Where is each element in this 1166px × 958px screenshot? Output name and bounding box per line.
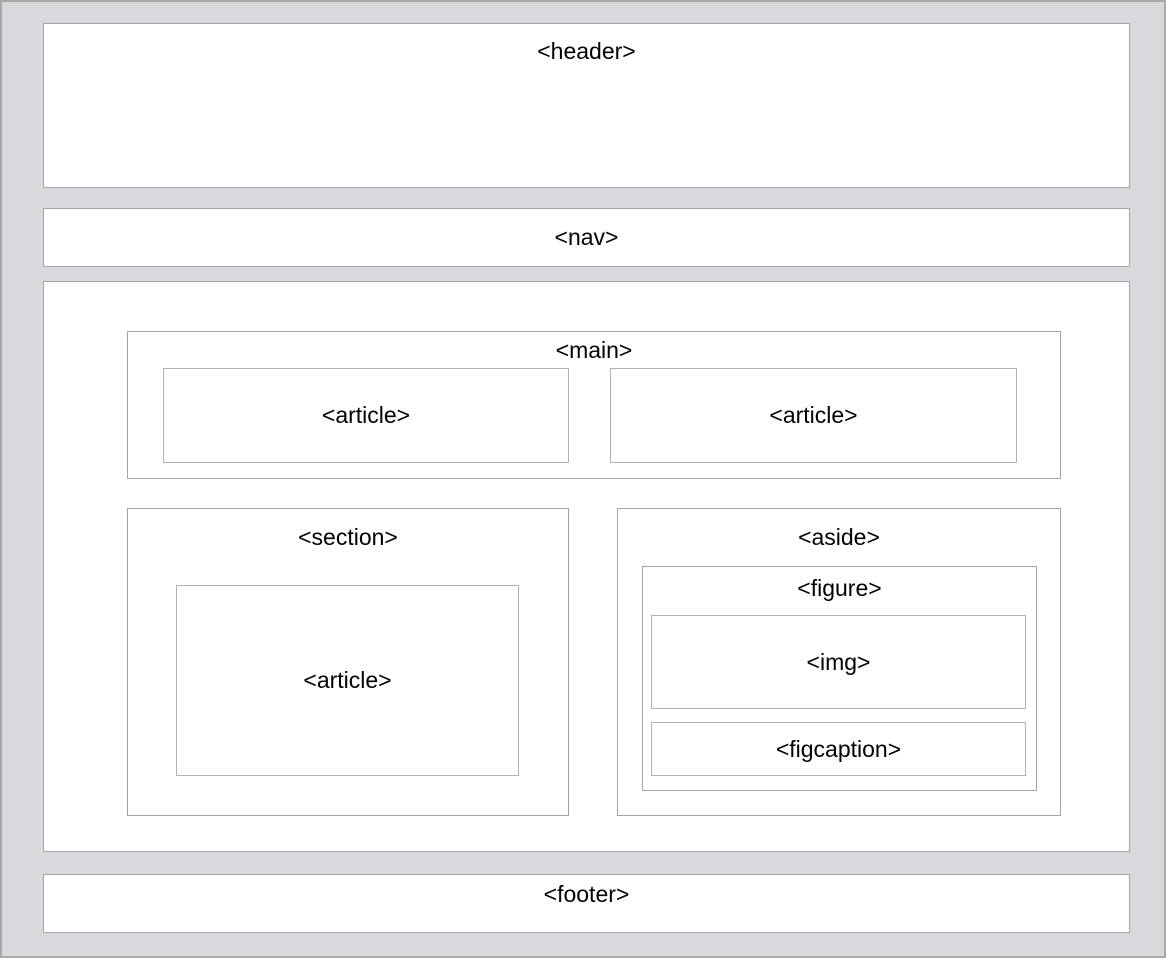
img-box: <img> [651, 615, 1026, 709]
nav-box: <nav> [43, 208, 1130, 267]
main-article-right-box: <article> [610, 368, 1017, 463]
figcaption-box: <figcaption> [651, 722, 1026, 776]
main-label: <main> [555, 337, 633, 363]
footer-label: <footer> [543, 881, 630, 907]
nav-label: <nav> [554, 224, 619, 251]
header-box: <header> [43, 23, 1130, 188]
img-label: <img> [806, 648, 871, 675]
section-label: <section> [298, 524, 398, 550]
main-article-left-box: <article> [163, 368, 569, 463]
aside-label: <aside> [798, 524, 880, 550]
main-article-left-label: <article> [321, 402, 411, 429]
main-article-right-label: <article> [769, 402, 858, 429]
figure-label: <figure> [797, 575, 882, 601]
section-article-label: <article> [303, 667, 392, 694]
header-label: <header> [537, 38, 636, 64]
figcaption-label: <figcaption> [775, 735, 902, 762]
footer-box: <footer> [43, 874, 1130, 933]
section-article-box: <article> [176, 585, 519, 776]
